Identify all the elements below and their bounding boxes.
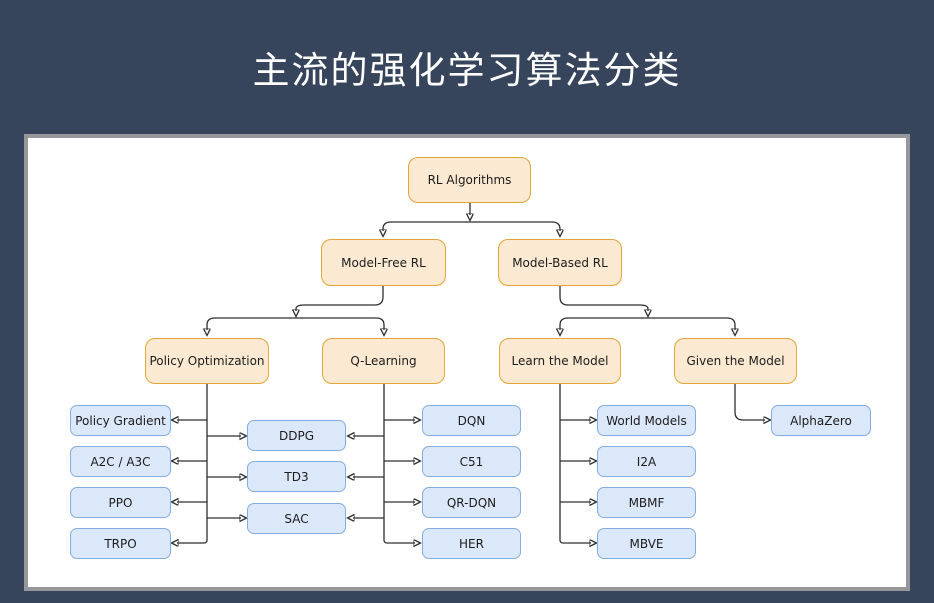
node-i2a: I2A xyxy=(597,446,696,477)
node-sac: SAC xyxy=(247,503,346,534)
node-policy-optimization: Policy Optimization xyxy=(145,338,269,384)
node-a2c-a3c: A2C / A3C xyxy=(70,446,171,477)
node-policy-gradient: Policy Gradient xyxy=(70,405,171,436)
node-rl-algorithms: RL Algorithms xyxy=(408,157,531,203)
node-c51: C51 xyxy=(422,446,521,477)
node-model-free-rl: Model-Free RL xyxy=(321,239,446,286)
node-td3: TD3 xyxy=(247,461,346,492)
node-mbve: MBVE xyxy=(597,528,696,559)
node-dqn: DQN xyxy=(422,405,521,436)
node-mbmf: MBMF xyxy=(597,487,696,518)
node-q-learning: Q-Learning xyxy=(322,338,445,384)
node-alphazero: AlphaZero xyxy=(771,405,871,436)
node-ddpg: DDPG xyxy=(247,420,346,451)
node-world-models: World Models xyxy=(597,405,696,436)
node-learn-the-model: Learn the Model xyxy=(499,338,621,384)
node-trpo: TRPO xyxy=(70,528,171,559)
node-ppo: PPO xyxy=(70,487,171,518)
title-bar: 主流的强化学习算法分类 xyxy=(0,0,934,134)
node-model-based-rl: Model-Based RL xyxy=(498,239,622,286)
node-her: HER xyxy=(422,528,521,559)
node-qr-dqn: QR-DQN xyxy=(422,487,521,518)
page-title: 主流的强化学习算法分类 xyxy=(252,49,682,92)
node-given-the-model: Given the Model xyxy=(674,338,797,384)
